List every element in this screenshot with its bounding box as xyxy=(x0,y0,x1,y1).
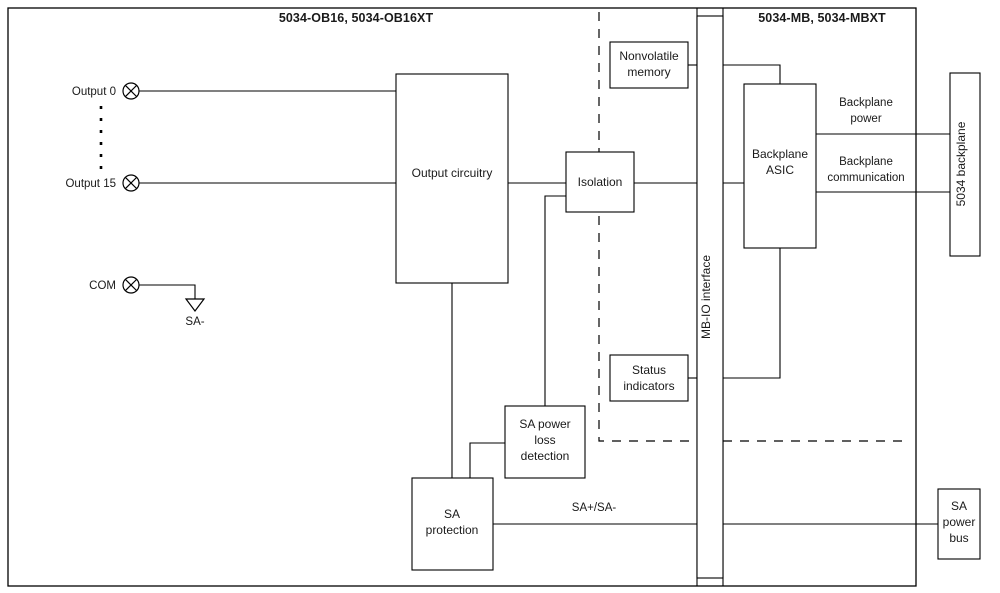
block-label-isolation: Isolation xyxy=(578,175,623,189)
block-label-output-circuitry: Output circuitry xyxy=(412,166,493,180)
wire-mb-io-to-backplane-asic-top xyxy=(723,64,781,84)
block-label-sa-protection-line2: protection xyxy=(426,523,479,537)
block-label-status-indicators-line2: indicators xyxy=(623,379,674,393)
connection-label-backplane-power-line1: Backplane xyxy=(839,97,893,109)
block-label-sa-protection-line1: SA xyxy=(444,507,460,521)
block-5034-backplane[interactable] xyxy=(949,72,981,257)
block-sa-protection[interactable] xyxy=(411,477,494,571)
terminal-label-com: COM xyxy=(89,280,116,292)
wire-com-to-ground xyxy=(139,284,196,299)
terminal-label-output-15: Output 15 xyxy=(65,178,116,190)
block-label-nonvolatile-memory-line1: Nonvolatile xyxy=(619,49,679,63)
block-label-nonvolatile-memory-line2: memory xyxy=(627,65,670,79)
panel-title-io-module: 5034-OB16, 5034-OB16XT xyxy=(279,11,434,25)
block-label-sa-power-bus-line2: power xyxy=(943,515,976,529)
block-label-backplane-asic-line2: ASIC xyxy=(766,163,794,177)
wire-mb-io-to-backplane-asic-bottom xyxy=(723,248,781,379)
connection-label-backplane-comm-line1: Backplane xyxy=(839,156,893,168)
block-nonvolatile-memory[interactable] xyxy=(609,41,689,89)
connection-label-sa-plus-minus: SA+/SA- xyxy=(572,502,617,514)
panel-title-mother-board: 5034-MB, 5034-MBXT xyxy=(758,11,886,25)
block-label-5034-backplane: 5034 backplane xyxy=(954,121,968,206)
block-label-status-indicators-line1: Status xyxy=(632,363,666,377)
block-label-sa-power-bus-line1: SA xyxy=(951,499,967,513)
block-sa-power-loss-detection[interactable] xyxy=(504,405,586,479)
block-label-sa-power-loss-line1: SA power xyxy=(519,417,570,431)
output-0-terminal-icon[interactable] xyxy=(122,82,140,100)
block-label-mb-io-interface: MB-IO interface xyxy=(699,255,713,339)
block-label-sa-power-bus-line3: bus xyxy=(949,531,968,545)
block-sa-power-bus[interactable] xyxy=(937,488,981,560)
block-label-sa-power-loss-line3: detection xyxy=(521,449,570,463)
connection-label-backplane-comm-line2: communication xyxy=(827,172,904,184)
block-status-indicators[interactable] xyxy=(609,354,689,402)
block-output-circuitry[interactable] xyxy=(395,73,509,284)
sa-minus-ground-icon xyxy=(184,298,206,312)
terminal-label-output-0: Output 0 xyxy=(72,86,116,98)
connection-label-backplane-power-line2: power xyxy=(850,113,881,125)
block-mb-io-interface[interactable] xyxy=(696,15,724,579)
output-15-terminal-icon[interactable] xyxy=(122,174,140,192)
block-label-backplane-asic-line1: Backplane xyxy=(752,147,808,161)
block-isolation[interactable] xyxy=(565,151,635,213)
wire-sa-power-loss-to-sa-protection xyxy=(469,442,505,478)
ground-label-sa-minus: SA- xyxy=(185,316,204,328)
block-backplane-asic[interactable] xyxy=(743,83,817,249)
com-terminal-icon[interactable] xyxy=(122,276,140,294)
block-label-sa-power-loss-line2: loss xyxy=(534,433,555,447)
wire-isolation-to-sa-power-loss-detection xyxy=(544,195,566,406)
